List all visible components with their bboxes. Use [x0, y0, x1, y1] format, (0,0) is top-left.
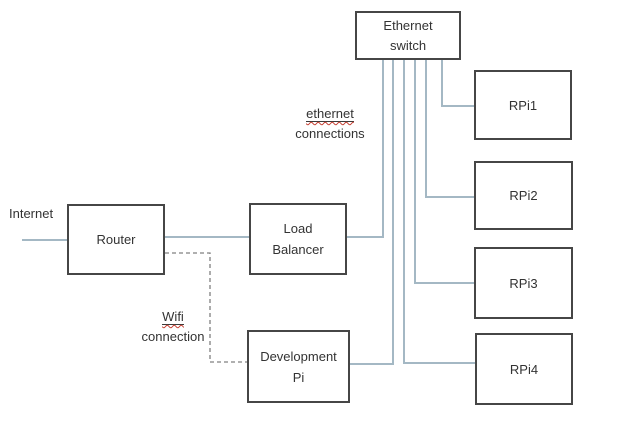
node-load-balancer: Load Balancer: [249, 203, 347, 275]
node-ethernet-switch: Ethernet switch: [355, 11, 461, 60]
connector-loadbalancer-switch: [347, 60, 384, 238]
ethernet-connections-label-line1: ethernet: [306, 106, 354, 122]
internet-label: Internet: [9, 206, 54, 221]
node-rpi3: RPi3: [474, 247, 573, 319]
ethernet-connections-label-line2: connections: [295, 126, 365, 141]
node-development-pi: Development Pi: [247, 330, 350, 403]
wifi-connection-label-line2: connection: [141, 329, 205, 344]
connector-switch-rpi2: [425, 60, 474, 198]
node-label: RPi1: [508, 97, 538, 113]
connector-devpi-switch: [350, 60, 394, 365]
node-label: RPi2: [509, 188, 538, 203]
node-label: Load: [283, 221, 313, 236]
wifi-connection-label: Wifi connection: [131, 307, 215, 347]
node-label: Development: [260, 348, 337, 364]
node-label: Balancer: [272, 242, 324, 257]
ethernet-connections-label: ethernet connections: [278, 104, 382, 144]
node-label: Ethernet: [383, 17, 433, 33]
node-label: RPi3: [509, 275, 538, 291]
node-rpi1: RPi1: [474, 70, 572, 140]
node-label: Router: [96, 232, 136, 247]
node-label: Pi: [292, 369, 305, 385]
node-label: switch: [389, 37, 427, 53]
wifi-connection-label-line1: Wifi: [162, 309, 184, 325]
node-label: RPi4: [509, 361, 539, 377]
node-rpi4: RPi4: [475, 333, 573, 405]
connector-wifi-router-devpi: [165, 252, 247, 363]
connector-switch-rpi4: [403, 60, 475, 364]
connector-switch-rpi1: [441, 60, 474, 107]
connector-switch-rpi3: [414, 60, 474, 284]
node-rpi2: RPi2: [474, 161, 573, 230]
node-router: Router: [67, 204, 165, 275]
